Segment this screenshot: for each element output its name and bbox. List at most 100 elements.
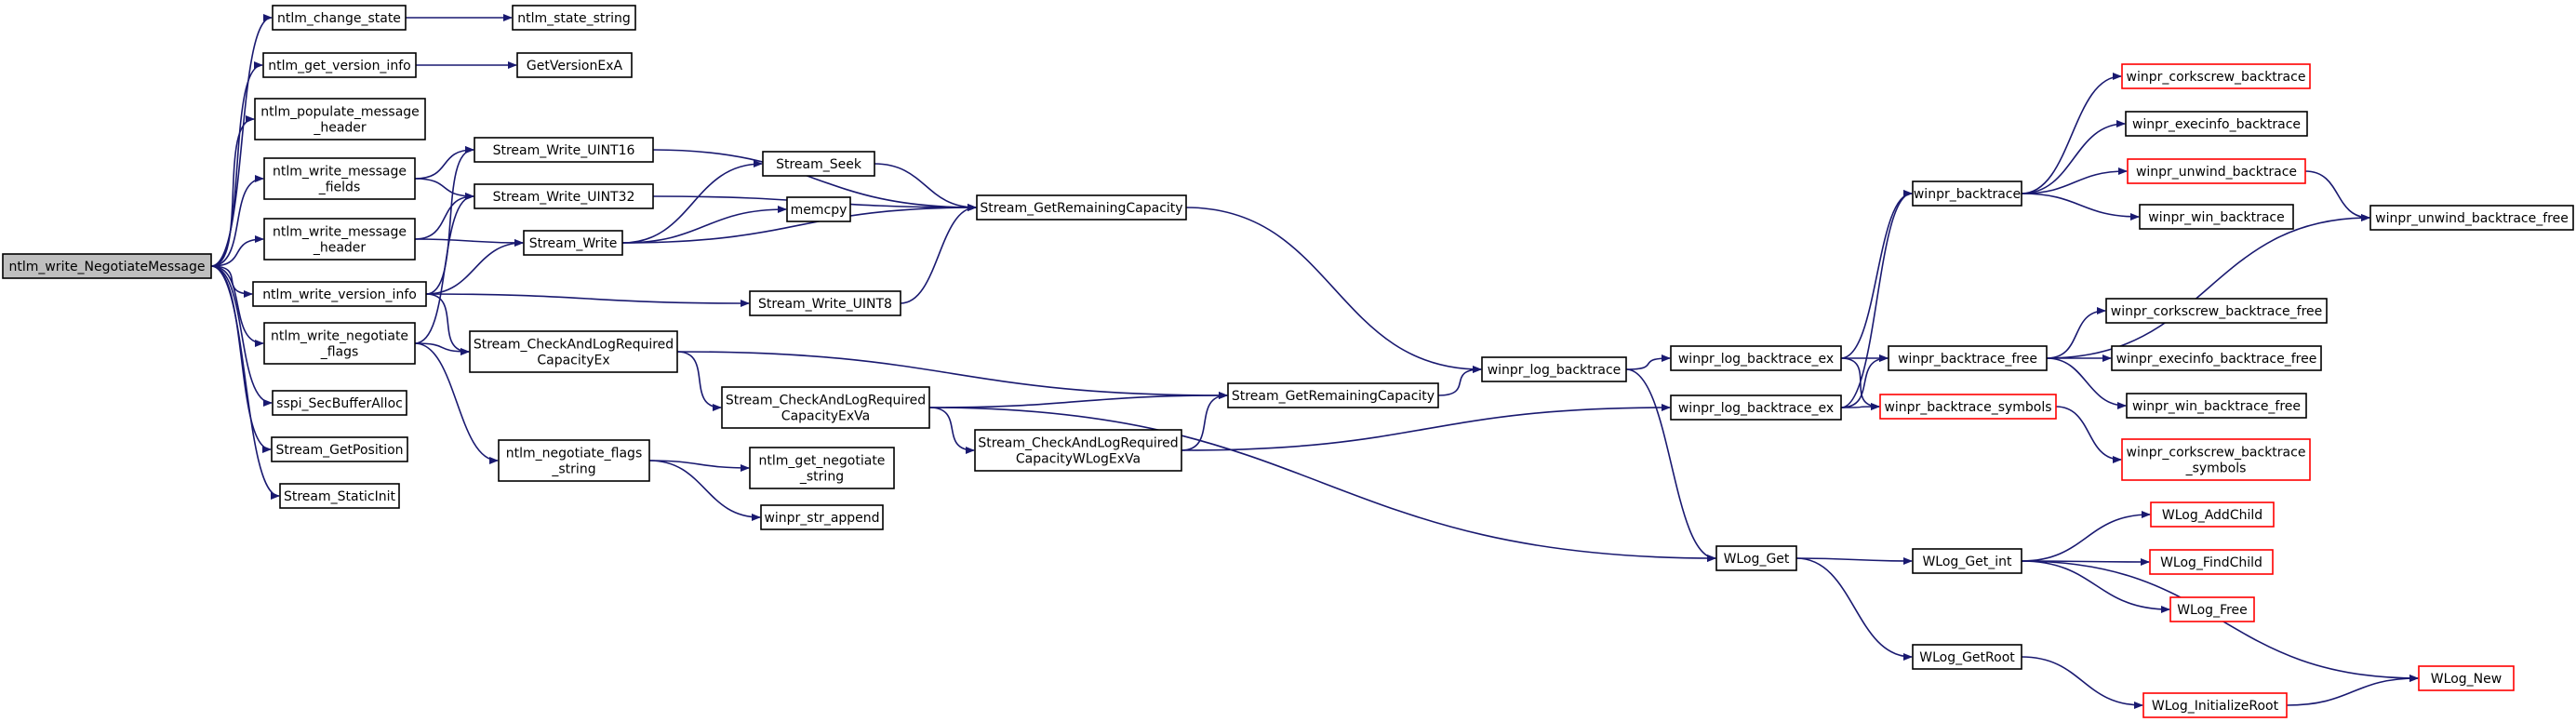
node-WLog_GetRoot[interactable]: WLog_GetRoot — [1912, 644, 2022, 670]
node-ntlm_change_state[interactable]: ntlm_change_state — [272, 5, 407, 31]
node-sspi_SecBufferAlloc[interactable]: sspi_SecBufferAlloc — [272, 390, 407, 416]
node-winpr_log_backtrace_ex_2[interactable]: winpr_log_backtrace_ex — [1670, 394, 1842, 421]
edge-Stream_Write_UINT16-to-Stream_GetRemainingCapacity_1 — [652, 149, 977, 211]
node-Stream_Write_UINT8[interactable]: Stream_Write_UINT8 — [749, 290, 901, 316]
node-WLog_Get[interactable]: WLog_Get — [1715, 545, 1797, 571]
node-label: WLog_New — [2431, 672, 2502, 687]
node-ntlm_get_negotiate_string[interactable]: ntlm_get_negotiate_string — [749, 447, 895, 489]
node-label: WLog_InitializeRoot — [2152, 699, 2279, 714]
node-Stream_Write_UINT32[interactable]: Stream_Write_UINT32 — [474, 183, 654, 209]
node-winpr_log_backtrace_ex_1[interactable]: winpr_log_backtrace_ex — [1670, 345, 1842, 371]
node-winpr_corkscrew_backtrace[interactable]: winpr_corkscrew_backtrace — [2121, 63, 2311, 89]
edge-root-to-ntlm_populate_message_header — [210, 115, 255, 267]
node-Stream_StaticInit[interactable]: Stream_StaticInit — [279, 483, 400, 509]
node-box — [516, 52, 633, 78]
node-box — [498, 439, 650, 482]
node-Stream_Seek[interactable]: Stream_Seek — [762, 151, 875, 177]
node-ntlm_write_negotiate_flags[interactable]: ntlm_write_negotiate_flags — [263, 322, 416, 365]
node-WLog_Free[interactable]: WLog_Free — [2169, 596, 2255, 622]
edge-ntlm_write_message_fields-to-Stream_Write_UINT32 — [414, 178, 474, 200]
node-winpr_corkscrew_backtrace_symbols[interactable]: winpr_corkscrew_backtrace_symbols — [2121, 438, 2311, 481]
edge-winpr_backtrace-to-winpr_corkscrew_backtrace — [2021, 73, 2122, 194]
node-label: ntlm_populate_message — [260, 105, 420, 120]
node-label: winpr_corkscrew_backtrace_free — [2111, 304, 2323, 319]
edge-Stream_Seek-to-Stream_GetRemainingCapacity_1 — [874, 163, 977, 211]
node-box — [263, 157, 416, 200]
node-winpr_str_append[interactable]: winpr_str_append — [760, 504, 884, 530]
edge-ntlm_write_version_info-to-Stream_Write — [425, 239, 524, 295]
node-label: ntlm_change_state — [277, 11, 401, 26]
node-box — [2139, 204, 2294, 230]
node-box — [762, 151, 875, 177]
node-box — [721, 386, 930, 429]
node-WLog_FindChild[interactable]: WLog_FindChild — [2149, 549, 2274, 575]
node-Stream_GetRemainingCapacity_2[interactable]: Stream_GetRemainingCapacity — [1227, 382, 1439, 408]
edge-Stream_CheckAndLogRequiredCapacityExVa-to-WLog_Get — [928, 407, 1716, 562]
node-ntlm_negotiate_flags_string[interactable]: ntlm_negotiate_flags_string — [498, 439, 650, 482]
node-box — [1912, 548, 2022, 574]
edge-winpr_log_backtrace_ex_2-to-winpr_backtrace_symbols — [1840, 403, 1880, 411]
node-winpr_win_backtrace_free[interactable]: winpr_win_backtrace_free — [2126, 393, 2307, 419]
node-Stream_Write_UINT16[interactable]: Stream_Write_UINT16 — [474, 137, 654, 163]
node-box — [1670, 345, 1842, 371]
node-ntlm_populate_message_header[interactable]: ntlm_populate_message_header — [254, 98, 426, 140]
edge-winpr_backtrace-to-winpr_unwind_backtrace — [2021, 167, 2128, 194]
node-box — [749, 290, 901, 316]
node-Stream_GetPosition[interactable]: Stream_GetPosition — [271, 436, 408, 462]
edge-ntlm_negotiate_flags_string-to-winpr_str_append — [648, 460, 761, 521]
node-winpr_execinfo_backtrace_free[interactable]: winpr_execinfo_backtrace_free — [2111, 345, 2322, 371]
edge-Stream_GetRemainingCapacity_1-to-winpr_log_backtrace — [1185, 207, 1482, 373]
node-WLog_New[interactable]: WLog_New — [2418, 665, 2515, 691]
node-GetVersionExA[interactable]: GetVersionExA — [516, 52, 633, 78]
edge-root-to-ntlm_write_version_info — [210, 265, 253, 298]
node-winpr_log_backtrace[interactable]: winpr_log_backtrace — [1481, 356, 1627, 382]
node-label: Stream_Write_UINT32 — [493, 190, 635, 205]
node-winpr_backtrace_symbols[interactable]: winpr_backtrace_symbols — [1879, 394, 2057, 420]
node-Stream_CheckAndLogRequiredCapacityWLogExVa[interactable]: Stream_CheckAndLogRequiredCapacityWLogEx… — [974, 429, 1182, 472]
node-winpr_win_backtrace[interactable]: winpr_win_backtrace — [2139, 204, 2294, 230]
edge-winpr_backtrace_free-to-winpr_unwind_backtrace_free — [2046, 214, 2370, 359]
node-ntlm_write_message_header[interactable]: ntlm_write_message_header — [263, 218, 416, 261]
node-box — [523, 230, 623, 256]
node-label: ntlm_write_message — [273, 165, 407, 180]
node-ntlm_write_message_fields[interactable]: ntlm_write_message_fields — [263, 157, 416, 200]
edge-WLog_Get_int-to-WLog_AddChild — [2021, 511, 2151, 562]
node-label: winpr_corkscrew_backtrace — [2127, 70, 2306, 85]
node-winpr_backtrace[interactable]: winpr_backtrace — [1912, 180, 2022, 207]
node-ntlm_state_string[interactable]: ntlm_state_string — [512, 5, 636, 31]
node-winpr_unwind_backtrace_free[interactable]: winpr_unwind_backtrace_free — [2369, 205, 2574, 231]
node-label: winpr_execinfo_backtrace_free — [2116, 352, 2317, 367]
edge-Stream_CheckAndLogRequiredCapacityEx-to-Stream_GetRemainingCapacity_2 — [676, 351, 1228, 399]
node-Stream_Write[interactable]: Stream_Write — [523, 230, 623, 256]
node-winpr_unwind_backtrace[interactable]: winpr_unwind_backtrace — [2127, 158, 2306, 184]
node-ntlm_get_version_info[interactable]: ntlm_get_version_info — [262, 52, 417, 78]
node-label: WLog_Free — [2177, 603, 2248, 618]
node-label: WLog_FindChild — [2160, 555, 2262, 570]
node-Stream_GetRemainingCapacity_1[interactable]: Stream_GetRemainingCapacity — [976, 194, 1187, 221]
node-WLog_InitializeRoot[interactable]: WLog_InitializeRoot — [2142, 692, 2288, 718]
node-winpr_corkscrew_backtrace_free[interactable]: winpr_corkscrew_backtrace_free — [2105, 298, 2328, 324]
node-winpr_execinfo_backtrace[interactable]: winpr_execinfo_backtrace — [2125, 111, 2308, 137]
node-WLog_Get_int[interactable]: WLog_Get_int — [1912, 548, 2022, 574]
edge-WLog_Get_int-to-WLog_Free — [2021, 560, 2170, 613]
node-label: WLog_AddChild — [2162, 508, 2262, 523]
node-memcpy[interactable]: memcpy — [786, 196, 851, 222]
node-box — [2127, 158, 2306, 184]
node-winpr_backtrace_free[interactable]: winpr_backtrace_free — [1888, 345, 2048, 371]
node-label: Stream_CheckAndLogRequired — [978, 436, 1178, 451]
edge-root-to-ntlm_write_message_header — [210, 235, 264, 267]
node-label: Stream_GetRemainingCapacity — [980, 201, 1182, 216]
node-box — [2121, 63, 2311, 89]
node-ntlm_write_version_info[interactable]: ntlm_write_version_info — [252, 281, 427, 307]
node-label: GetVersionExA — [527, 59, 623, 74]
node-root[interactable]: ntlm_write_NegotiateMessage — [2, 253, 212, 279]
node-WLog_AddChild[interactable]: WLog_AddChild — [2150, 501, 2275, 528]
node-label: sspi_SecBufferAlloc — [276, 396, 403, 411]
node-label: Stream_Write — [529, 236, 618, 251]
node-label: winpr_log_backtrace — [1488, 363, 1622, 378]
node-label: ntlm_write_message — [273, 225, 407, 240]
edge-root-to-sspi_SecBufferAlloc — [210, 265, 273, 407]
